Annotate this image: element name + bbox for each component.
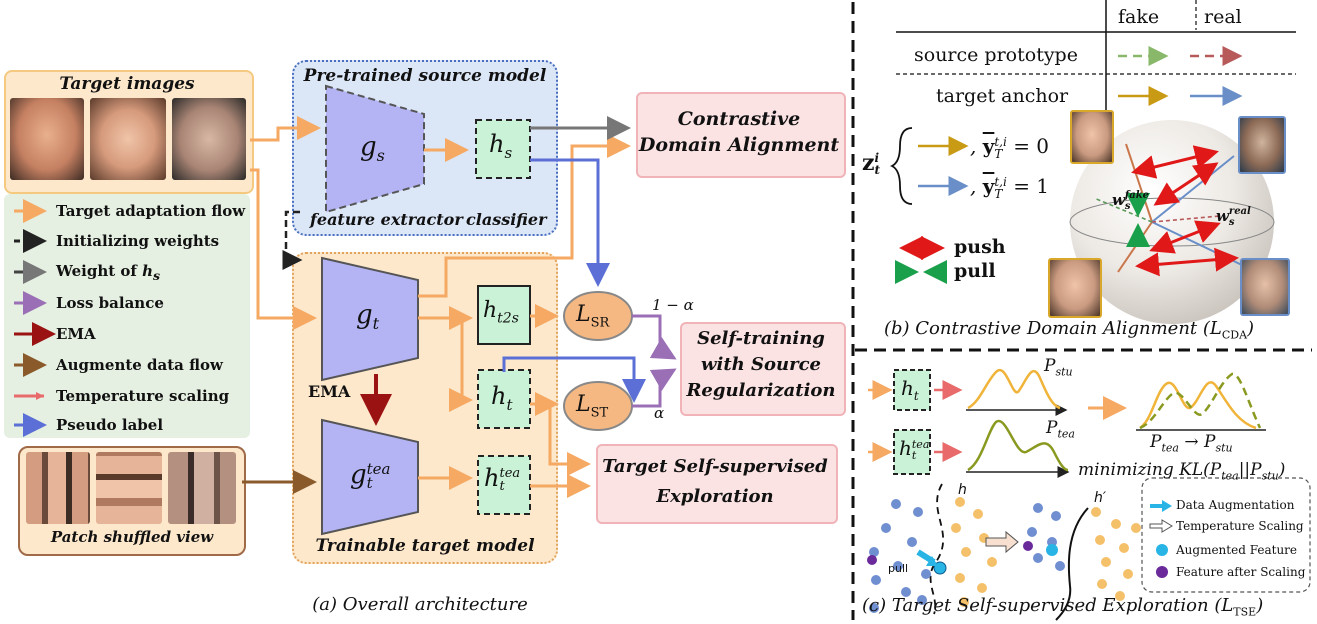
panel-c-diagram <box>867 368 1311 621</box>
anchor-face-fake-2 <box>1048 258 1102 318</box>
panel-a-diagram <box>14 84 677 536</box>
tse-box-line2: Exploration <box>656 486 774 507</box>
row-source-prototype: source prototype <box>914 44 1078 66</box>
legend-init-weights: Initializing weights <box>56 232 220 250</box>
pull-mini-label: pull <box>888 562 909 575</box>
c-h-t-label: ht <box>901 376 919 403</box>
panel-b-vectors <box>889 127 1275 284</box>
h-t2s-block <box>477 285 531 345</box>
legend-target-flow: Target adaptation flow <box>56 202 246 220</box>
anchor-face-real-1 <box>1238 116 1286 174</box>
one-minus-alpha: 1 − α <box>652 296 694 314</box>
loss-sr-label: LSR <box>576 302 610 331</box>
target-images-title: Target images <box>59 74 195 94</box>
h-t-block <box>477 369 531 429</box>
patch-shuffled-title: Patch shuffled view <box>50 528 214 546</box>
col-fake: fake <box>1118 6 1160 28</box>
classifier-label: classifier <box>466 210 547 229</box>
pull-label: pull <box>954 260 996 282</box>
feature-extractor-label: feature extractor <box>310 210 463 229</box>
g-t-tea-block <box>321 418 419 536</box>
p-tea-to-p-stu: Ptea → Pstu <box>1150 432 1233 455</box>
patch-image-1 <box>26 452 90 524</box>
col-real: real <box>1204 6 1242 28</box>
legend-augment-flow: Augmente data flow <box>56 356 223 374</box>
stsr-box-line1: Self-training <box>697 328 825 349</box>
cda-box-line1: Contrastive <box>677 108 801 130</box>
h-s-block <box>475 119 531 179</box>
patch-image-3 <box>168 452 236 524</box>
h-label: h <box>958 482 967 498</box>
legend-augmented-feature: Augmented Feature <box>1176 543 1298 557</box>
legend-pseudo-label: Pseudo label <box>56 416 164 434</box>
cda-box <box>636 92 846 178</box>
caption-a: (a) Overall architecture <box>312 594 528 615</box>
anchor-face-fake-1 <box>1070 110 1114 164</box>
legend-feature-after-scaling: Feature after Scaling <box>1176 565 1306 579</box>
tse-box-line1: Target Self-supervised <box>602 456 828 477</box>
face-image-1 <box>10 98 84 180</box>
minimizing-kl: minimizing KL(Ptea||Pstu) <box>1078 460 1286 483</box>
anchor-face-real-2 <box>1240 258 1290 316</box>
p-tea-label: Ptea <box>1046 418 1075 441</box>
loss-st-label: LST <box>576 392 609 421</box>
caption-b: (b) Contrastive Domain Alignment (LCDA) <box>884 318 1255 342</box>
cda-box-line2: Domain Alignment <box>638 134 840 156</box>
h-prime-label: h′ <box>1094 490 1107 506</box>
ema-label: EMA <box>308 382 351 401</box>
legend-temperature: Temperature scaling <box>56 387 230 405</box>
legend-data-augmentation: Data Augmentation <box>1176 498 1295 512</box>
h-t2s-label: ht2s <box>483 298 519 327</box>
g-s-label: gs <box>360 132 385 166</box>
stsr-box-line3: Regularization <box>686 380 836 401</box>
tse-box <box>596 444 838 524</box>
g-t-block <box>321 256 419 382</box>
p-stu-label: Pstu <box>1044 356 1073 379</box>
g-t-label: gt <box>356 300 380 334</box>
face-image-2 <box>90 98 166 180</box>
h-s-label: hs <box>489 130 513 162</box>
caption-c: (c) Target Self-supervised Exploration (… <box>862 595 1264 619</box>
alpha-label: α <box>654 404 665 422</box>
row-target-anchor: target anchor <box>936 85 1069 107</box>
legend-ema: EMA <box>56 325 96 343</box>
h-t-label: ht <box>491 382 513 414</box>
stsr-box-line2: with Source <box>701 354 821 375</box>
push-label: push <box>954 236 1006 258</box>
face-image-3 <box>172 98 246 180</box>
legend-loss-balance: Loss balance <box>56 294 164 312</box>
patch-image-2 <box>96 452 162 524</box>
g-s-block <box>325 84 425 214</box>
legend-weight-hs: Weight of hs <box>56 262 161 283</box>
panel-b-table <box>896 0 1296 110</box>
source-model-title: Pre-trained source model <box>303 66 547 86</box>
stsr-box <box>680 322 846 416</box>
target-model-title: Trainable target model <box>315 536 535 556</box>
legend-temperature-scaling: Temperature Scaling <box>1176 519 1304 533</box>
